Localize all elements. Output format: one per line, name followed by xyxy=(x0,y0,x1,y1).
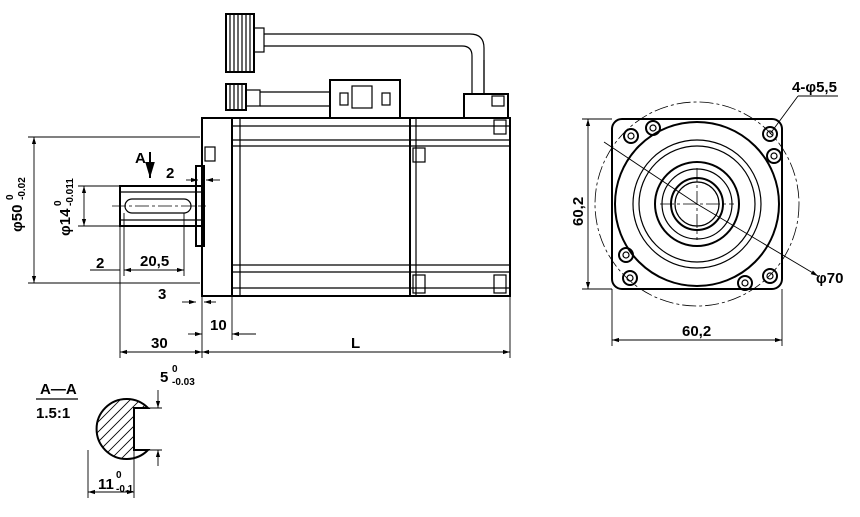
flange-3-label: 3 xyxy=(158,286,166,303)
connectors xyxy=(225,13,509,119)
key-tol-lower: -0.03 xyxy=(172,377,195,388)
step-2-left-label: 2 xyxy=(96,255,104,272)
flange-10-label: 10 xyxy=(210,317,227,334)
section-mark-a: A xyxy=(135,150,146,167)
bolt-circle-label: φ70 xyxy=(816,270,843,287)
key-depth-label: 11 xyxy=(98,476,114,493)
key-length-label: 20,5 xyxy=(140,253,169,270)
key-width-label: 5 xyxy=(160,369,168,386)
section-title: A—A xyxy=(40,381,77,398)
section-scale: 1.5:1 xyxy=(36,405,70,422)
step-2-top-label: 2 xyxy=(166,165,174,182)
pilot-tol-upper: 0 xyxy=(5,194,16,200)
pilot-tol-lower: -0.02 xyxy=(17,177,28,200)
key-tol-upper: 0 xyxy=(172,364,178,375)
flange xyxy=(201,117,233,297)
end-view: 4-φ5,5 φ70 60,2 60,2 xyxy=(570,79,843,346)
pilot-diameter-label: φ50 xyxy=(9,205,26,232)
motor-body xyxy=(231,117,511,297)
holes-label: 4-φ5,5 xyxy=(792,79,837,96)
section-circle xyxy=(95,398,151,460)
side-view-dimensions: φ50 0 -0.02 φ14 0 -0.011 A 2 2 20,5 3 xyxy=(5,136,511,358)
motor-length-label: L xyxy=(351,335,360,352)
depth-tol-upper: 0 xyxy=(116,470,122,481)
shaft-tol-lower: -0.011 xyxy=(65,178,76,206)
shaft-tol-upper: 0 xyxy=(53,200,64,206)
height-label: 60,2 xyxy=(570,197,587,226)
shaft-length-label: 30 xyxy=(151,335,168,352)
depth-tol-lower: -0.1 xyxy=(116,484,134,495)
mounting-holes xyxy=(618,120,782,291)
section-a-a: A—A 1.5:1 5 0 -0.03 xyxy=(36,364,195,498)
width-label: 60,2 xyxy=(682,323,711,340)
shaft-diameter-label: φ14 xyxy=(57,208,74,236)
end-flange-square xyxy=(611,118,783,290)
side-view xyxy=(112,13,511,297)
